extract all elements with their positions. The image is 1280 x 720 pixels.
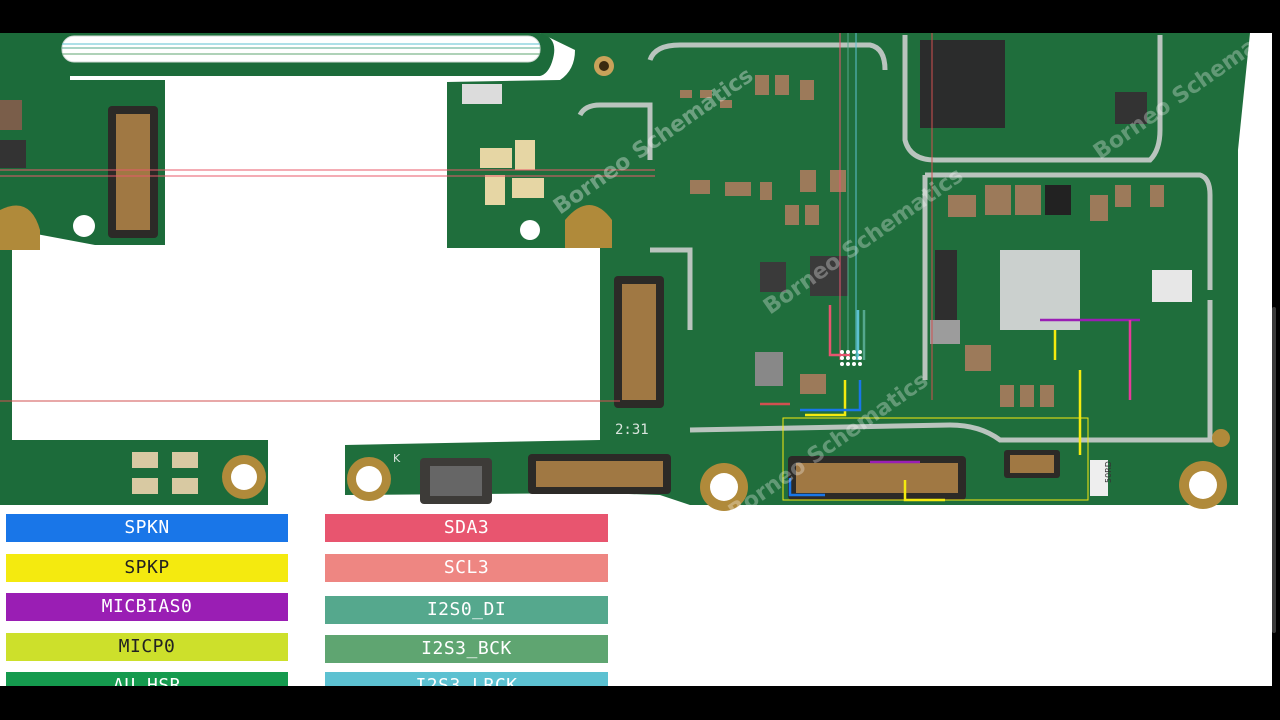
legend-i2s0-di[interactable]: I2S0_DI bbox=[325, 596, 608, 624]
legend-i2s3-bck[interactable]: I2S3_BCK bbox=[325, 635, 608, 663]
legend-i2s3-lrck[interactable]: I2S3_LRCK bbox=[325, 672, 608, 686]
vertical-scrollbar[interactable] bbox=[1272, 307, 1276, 633]
legend-sda3[interactable]: SDA3 bbox=[325, 514, 608, 542]
legend-micbias0[interactable]: MICBIAS0 bbox=[6, 593, 288, 621]
silkscreen-k-label: K bbox=[393, 452, 401, 465]
schematic-viewer[interactable]: 2:31 K 50RD Borneo Schematics Borneo Sch… bbox=[0, 33, 1272, 686]
smd-components bbox=[0, 75, 1164, 494]
board-cutout bbox=[12, 248, 600, 440]
pcb-board-image[interactable]: 2:31 K 50RD Borneo Schematics Borneo Sch… bbox=[0, 33, 1272, 686]
legend-micp0[interactable]: MICP0 bbox=[6, 633, 288, 661]
legend-spkn[interactable]: SPKN bbox=[6, 514, 288, 542]
connectors bbox=[108, 40, 1192, 504]
legend-au-hsr[interactable]: AU_HSR bbox=[6, 672, 288, 686]
signal-traces bbox=[0, 33, 1140, 502]
via-dots bbox=[840, 350, 862, 366]
date-code-label: 2:31 bbox=[615, 422, 649, 438]
screw-holes bbox=[0, 56, 1230, 511]
bottom-left-flex bbox=[0, 438, 268, 505]
shield-frames bbox=[577, 35, 1213, 443]
legend-spkp[interactable]: SPKP bbox=[6, 554, 288, 582]
legend-scl3[interactable]: SCL3 bbox=[325, 554, 608, 582]
chip-label: 50RD bbox=[1104, 461, 1113, 483]
